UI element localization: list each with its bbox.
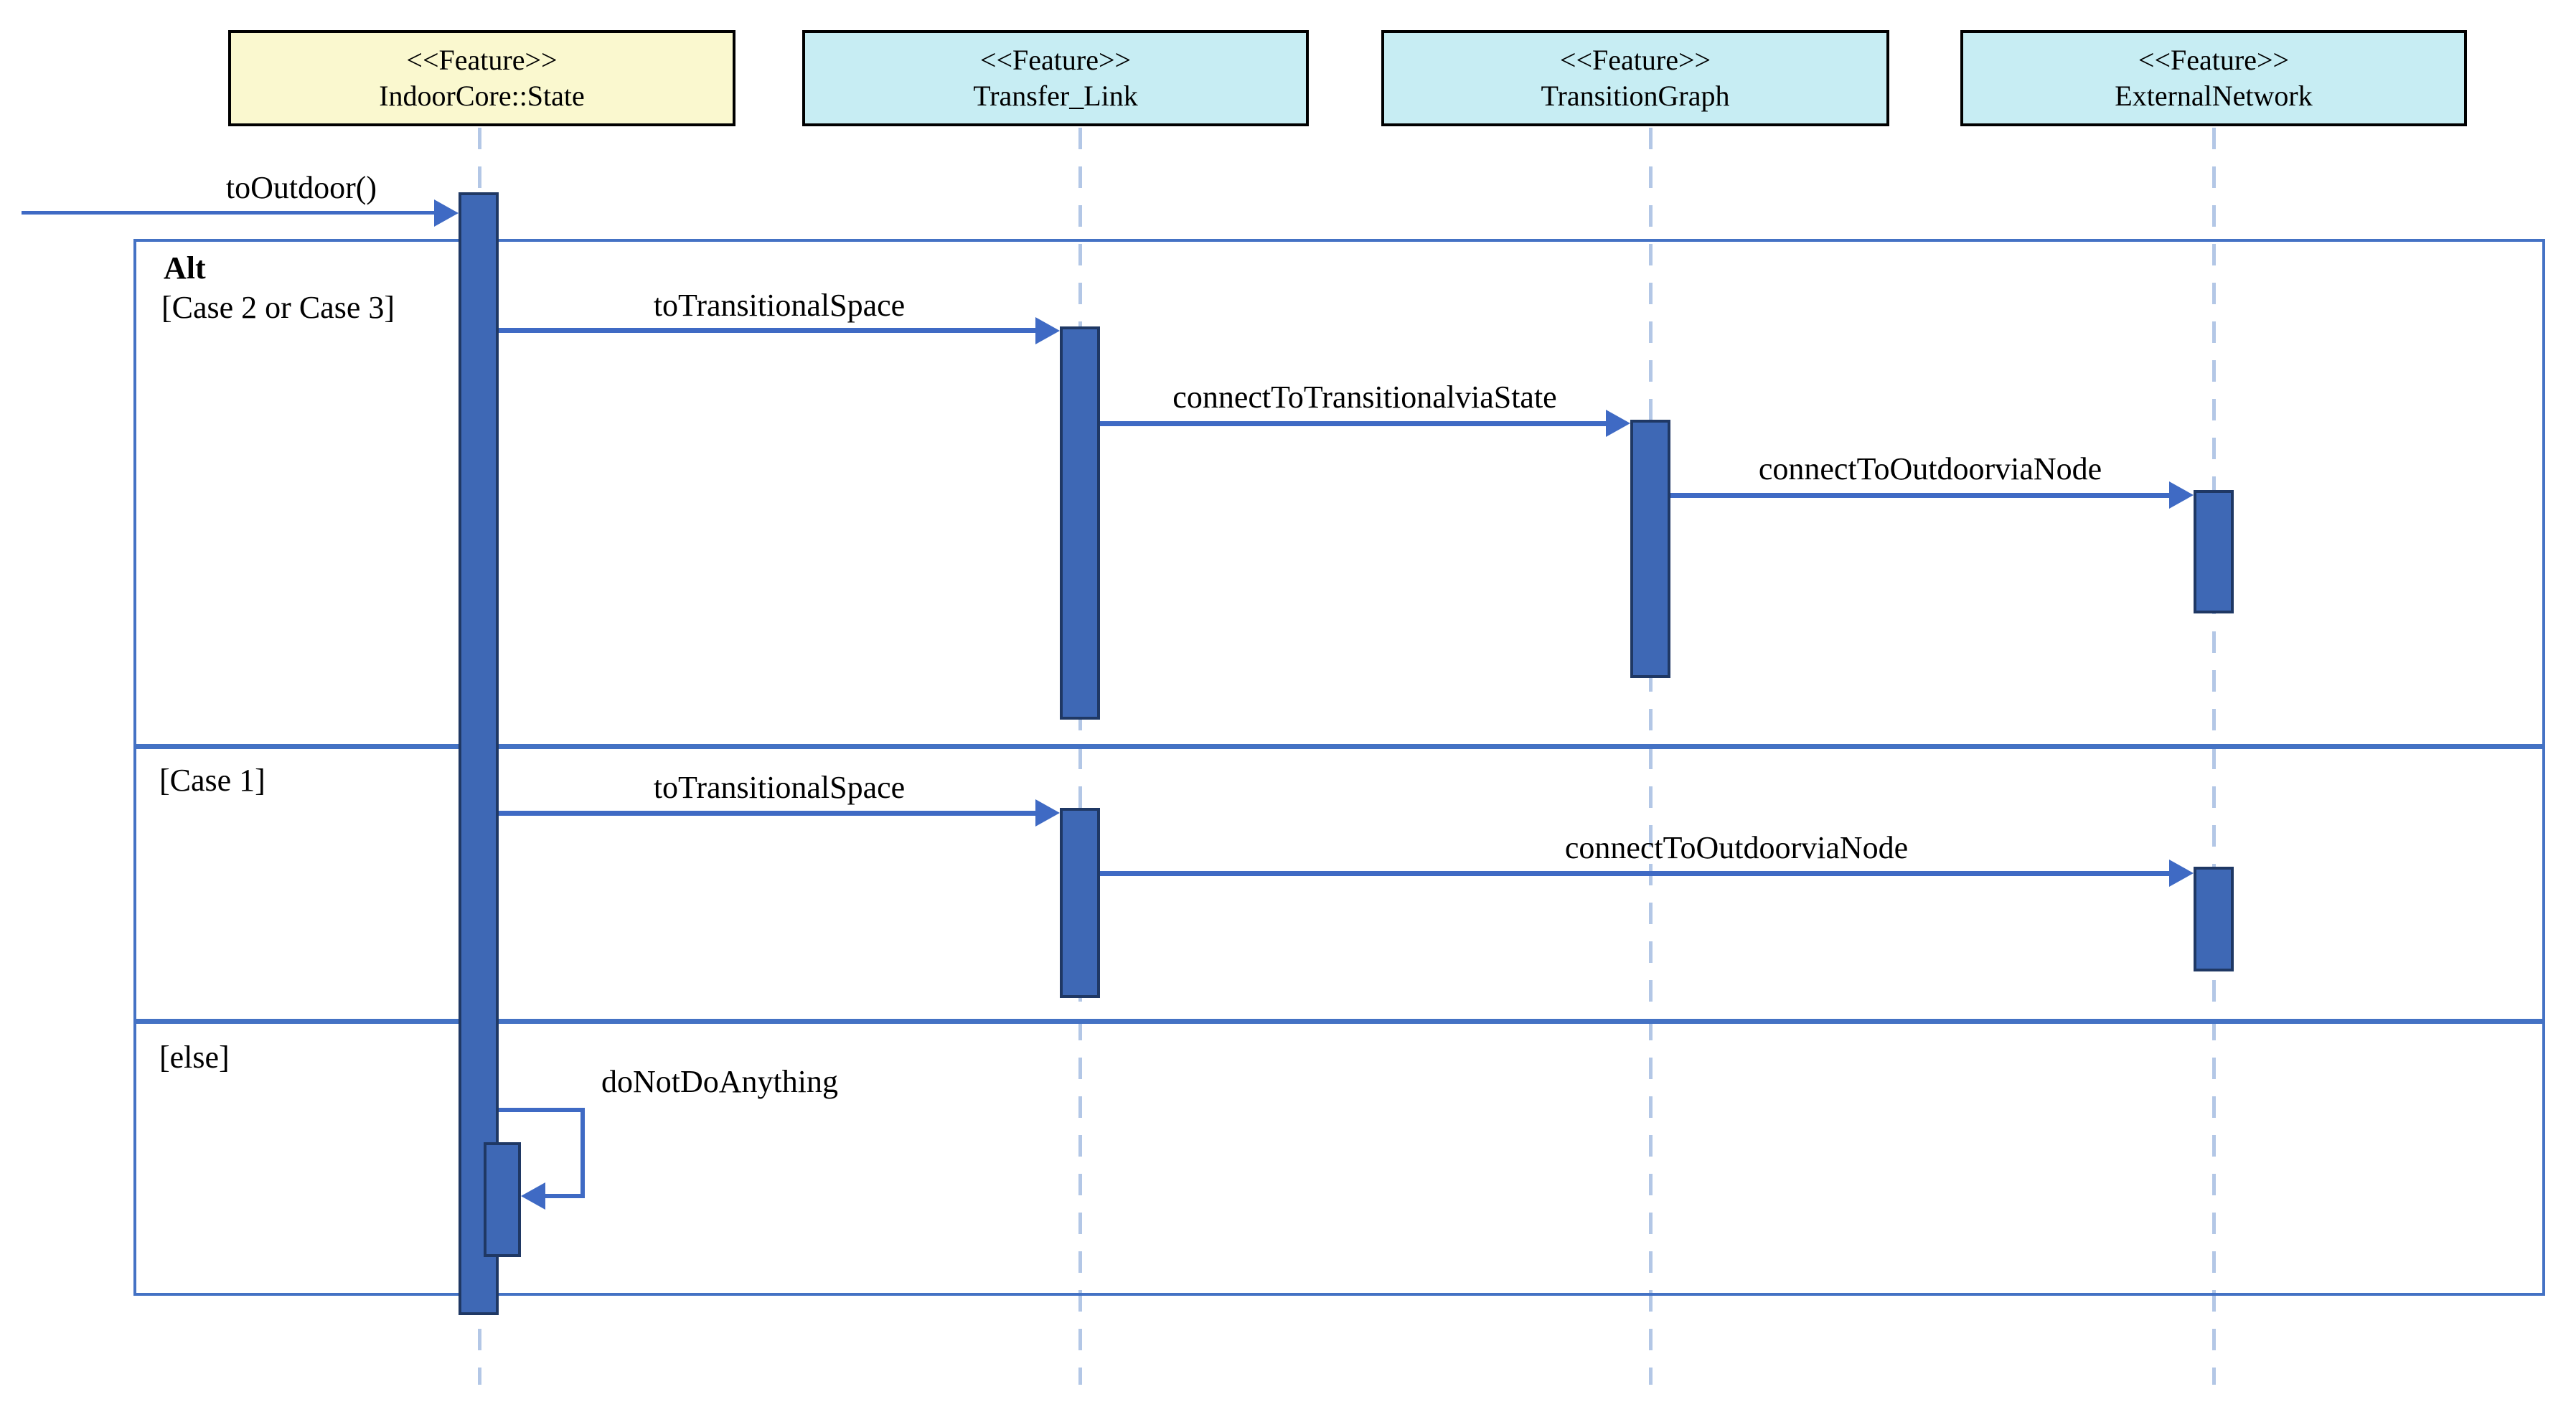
activation-bar-externalnetwork-case1 xyxy=(2194,867,2234,971)
message-label-donotdoanything: doNotDoAnything xyxy=(601,1064,838,1099)
participant-header-externalnetwork: <<Feature>> ExternalNetwork xyxy=(1960,30,2467,126)
guard-label-case1: [Case 1] xyxy=(159,763,265,798)
message-line-connecttooutdoorvianode-1 xyxy=(1670,493,2169,498)
activation-bar-self-donotdoanything xyxy=(484,1142,521,1257)
self-message-line-out xyxy=(499,1108,585,1112)
message-label-totransitionalspace-1: toTransitionalSpace xyxy=(653,288,906,323)
message-arrowhead xyxy=(1035,317,1060,344)
message-label-connecttooutdoorvianode-1: connectToOutdoorviaNode xyxy=(1758,451,2102,486)
message-label-connecttotransitionalviastate: connectToTransitionalviaState xyxy=(1172,380,1557,415)
participant-header-transfer-link: <<Feature>> Transfer_Link xyxy=(802,30,1309,126)
activation-bar-externalnetwork-case23 xyxy=(2194,490,2234,613)
activation-bar-transfer-link-case1 xyxy=(1060,808,1100,998)
fragment-divider-1 xyxy=(133,744,2545,749)
participant-name: TransitionGraph xyxy=(1541,80,1730,112)
message-line-totransitionalspace-1 xyxy=(499,328,1035,333)
message-line-totransitionalspace-2 xyxy=(499,811,1035,816)
participant-stereotype: <<Feature>> xyxy=(979,44,1132,76)
self-message-arrowhead xyxy=(521,1182,545,1210)
message-line-connecttotransitionalviastate xyxy=(1100,421,1606,426)
guard-label-case2-or-case3: [Case 2 or Case 3] xyxy=(161,290,395,325)
entry-message-label: toOutdoor() xyxy=(225,170,377,205)
lifeline-externalnetwork xyxy=(2212,128,2216,1385)
activation-bar-transfer-link-case23 xyxy=(1060,326,1100,720)
message-label-connecttooutdoorvianode-2: connectToOutdoorviaNode xyxy=(1564,830,1909,865)
entry-message-line xyxy=(22,211,434,215)
participant-name: ExternalNetwork xyxy=(2115,80,2313,112)
participant-stereotype: <<Feature>> xyxy=(1559,44,1711,76)
message-label-totransitionalspace-2: toTransitionalSpace xyxy=(653,770,906,805)
participant-stereotype: <<Feature>> xyxy=(406,44,558,76)
lifeline-transitiongraph xyxy=(1649,128,1653,1385)
lifeline-transfer-link xyxy=(1078,128,1082,1385)
participant-stereotype: <<Feature>> xyxy=(2138,44,2290,76)
participant-header-indoorcore-state: <<Feature>> IndoorCore::State xyxy=(228,30,735,126)
entry-message-arrowhead xyxy=(434,199,459,227)
activation-bar-transitiongraph xyxy=(1630,420,1670,678)
self-message-line-down xyxy=(580,1108,585,1198)
participant-name: Transfer_Link xyxy=(973,80,1138,112)
activation-bar-indoorcore-state xyxy=(459,192,499,1315)
message-arrowhead xyxy=(2169,860,2194,887)
self-message-line-return xyxy=(543,1194,585,1198)
alt-operator-label: Alt xyxy=(164,250,206,286)
participant-header-transitiongraph: <<Feature>> TransitionGraph xyxy=(1381,30,1889,126)
message-arrowhead xyxy=(2169,481,2194,509)
fragment-divider-2 xyxy=(133,1019,2545,1024)
alt-fragment xyxy=(133,239,2545,1296)
message-line-connecttooutdoorvianode-2 xyxy=(1100,871,2169,876)
participant-name: IndoorCore::State xyxy=(379,80,585,112)
guard-label-else: [else] xyxy=(159,1040,230,1075)
message-arrowhead xyxy=(1606,410,1630,437)
message-arrowhead xyxy=(1035,799,1060,827)
